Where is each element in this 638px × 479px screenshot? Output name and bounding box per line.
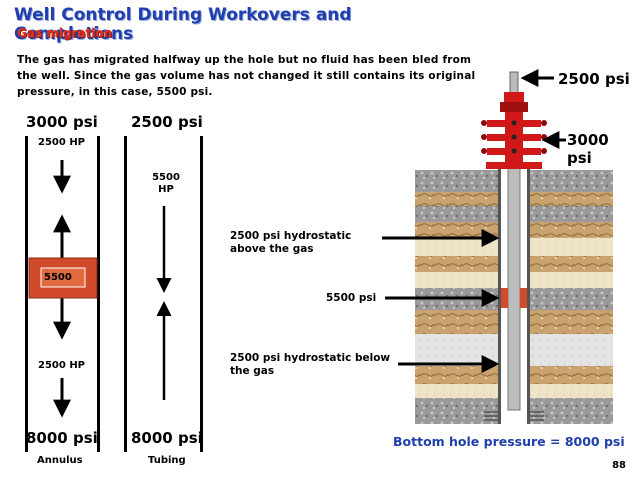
callout-above-gas: 2500 psi hydrostatic above the gas: [230, 230, 352, 255]
slide-title: Well Control During Workovers and Comple…: [14, 5, 352, 44]
perforations: [484, 411, 544, 421]
description-text: The gas has migrated halfway up the hole…: [17, 54, 476, 98]
page-number: 88: [612, 460, 626, 471]
tubing-hp: 5500 HP: [152, 172, 180, 195]
casing-left: [498, 168, 501, 424]
callout-gas-pressure: 5500 psi: [326, 292, 377, 304]
well-gas-left: [501, 288, 508, 308]
tubing-bottom-pressure: 8000 psi: [131, 429, 203, 447]
wellhead-tubing-pressure: 2500 psi: [558, 70, 630, 88]
formation-left: [415, 170, 498, 424]
callout-below-gas: 2500 psi hydrostatic below the gas: [230, 352, 391, 377]
bottom-hole-pressure: Bottom hole pressure = 8000 psi: [393, 434, 625, 449]
annulus-gas-label-box: [40, 267, 86, 288]
tubing-right-wall: [200, 136, 203, 452]
annulus-upper-hp: 2500 HP: [38, 137, 86, 148]
annulus-label: Annulus: [37, 455, 83, 466]
annulus-gas-pressure: 5500: [44, 272, 72, 283]
wellhead-casing-pressure: 3000 psi: [567, 131, 609, 167]
tubing-left-wall: [124, 136, 127, 452]
annulus-left-wall: [25, 136, 28, 452]
tubing-label: Tubing: [148, 455, 186, 466]
annulus-top-pressure: 3000 psi: [26, 113, 98, 131]
wellhead: [481, 71, 547, 169]
annulus-bottom-pressure: 8000 psi: [26, 429, 98, 447]
casing-right: [527, 168, 530, 424]
slide-subtitle: Gas migration: [17, 26, 113, 40]
tubing-top-pressure: 2500 psi: [131, 113, 203, 131]
annulus-right-wall: [97, 136, 100, 452]
well-gas-right: [520, 288, 527, 308]
annulus-lower-hp: 2500 HP: [38, 360, 86, 371]
formation-right: [530, 170, 613, 424]
